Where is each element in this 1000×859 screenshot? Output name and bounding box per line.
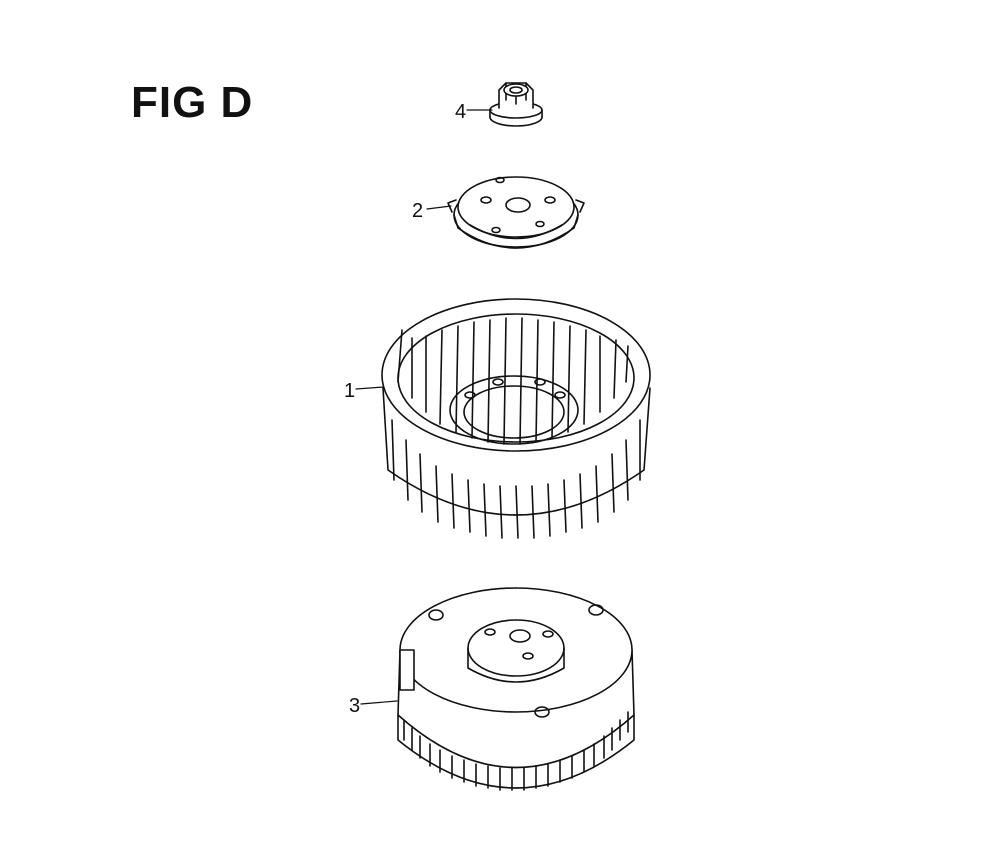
- callout-number-4: 4: [455, 101, 466, 123]
- callout-number-2: 2: [412, 200, 423, 222]
- part-cooling-fan: [381, 298, 651, 539]
- part-flange-nut: [489, 82, 543, 127]
- leader-lines: [355, 109, 493, 705]
- figure-title: FIG D: [131, 78, 254, 127]
- callout-number-3: 3: [349, 695, 360, 717]
- part-starter-pulley: [447, 176, 585, 249]
- part-flywheel: [397, 587, 635, 791]
- callout-number-1: 1: [344, 380, 355, 402]
